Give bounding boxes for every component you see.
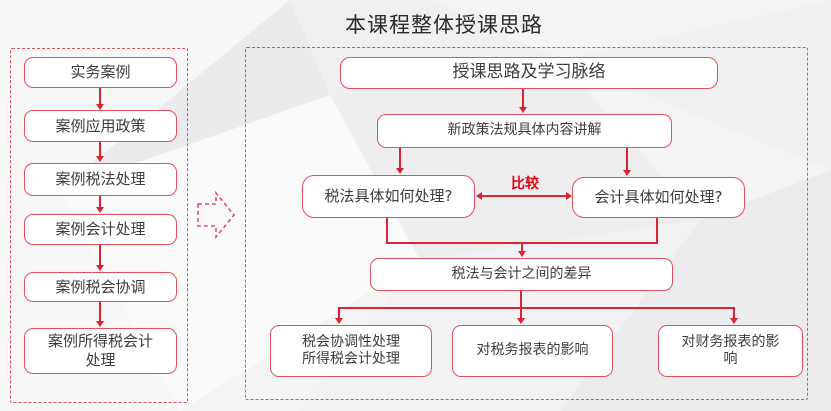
left-panel	[10, 48, 188, 403]
connector-line	[520, 291, 522, 309]
down-arrow	[334, 307, 343, 324]
left-step-4: 案例会计处理	[24, 214, 177, 245]
connector-line	[338, 307, 735, 309]
left-step-2: 案例应用政策	[24, 110, 177, 142]
down-arrow	[729, 307, 738, 324]
right-panel	[245, 47, 808, 400]
down-arrow	[95, 245, 104, 271]
compare-double-arrow	[476, 191, 572, 200]
down-arrow	[95, 196, 104, 213]
header-box: 授课思路及学习脉络	[340, 57, 718, 89]
accounting-question-box: 会计具体如何处理?	[572, 177, 745, 218]
outcome-box-1: 税会协调性处理 所得税会计处理	[270, 325, 432, 377]
left-step-1: 实务案例	[24, 57, 177, 88]
connector-line	[656, 218, 658, 244]
down-arrow	[95, 302, 104, 327]
compare-label: 比较	[511, 176, 539, 192]
outcome-box-3: 对财务报表的影 响	[658, 325, 803, 377]
tax-question-box: 税法具体如何处理?	[302, 175, 475, 218]
intro-box: 新政策法规具体内容讲解	[377, 114, 672, 148]
left-step-3: 案例税法处理	[24, 163, 177, 196]
down-arrow	[518, 89, 527, 113]
difference-box: 税法与会计之间的差异	[370, 258, 673, 291]
down-arrow	[395, 148, 404, 174]
dashed-right-block-arrow-icon	[197, 190, 236, 240]
outcome-box-2: 对税务报表的影响	[452, 325, 613, 377]
down-arrow	[516, 307, 525, 324]
down-arrow	[95, 142, 104, 162]
left-step-5: 案例税会协调	[24, 272, 177, 302]
down-arrow	[517, 242, 526, 257]
connector-line	[386, 218, 388, 244]
down-arrow	[622, 148, 631, 176]
down-arrow	[95, 88, 104, 110]
page-title: 本课程整体授课思路	[345, 13, 543, 37]
left-step-6: 案例所得税会计 处理	[24, 328, 177, 374]
